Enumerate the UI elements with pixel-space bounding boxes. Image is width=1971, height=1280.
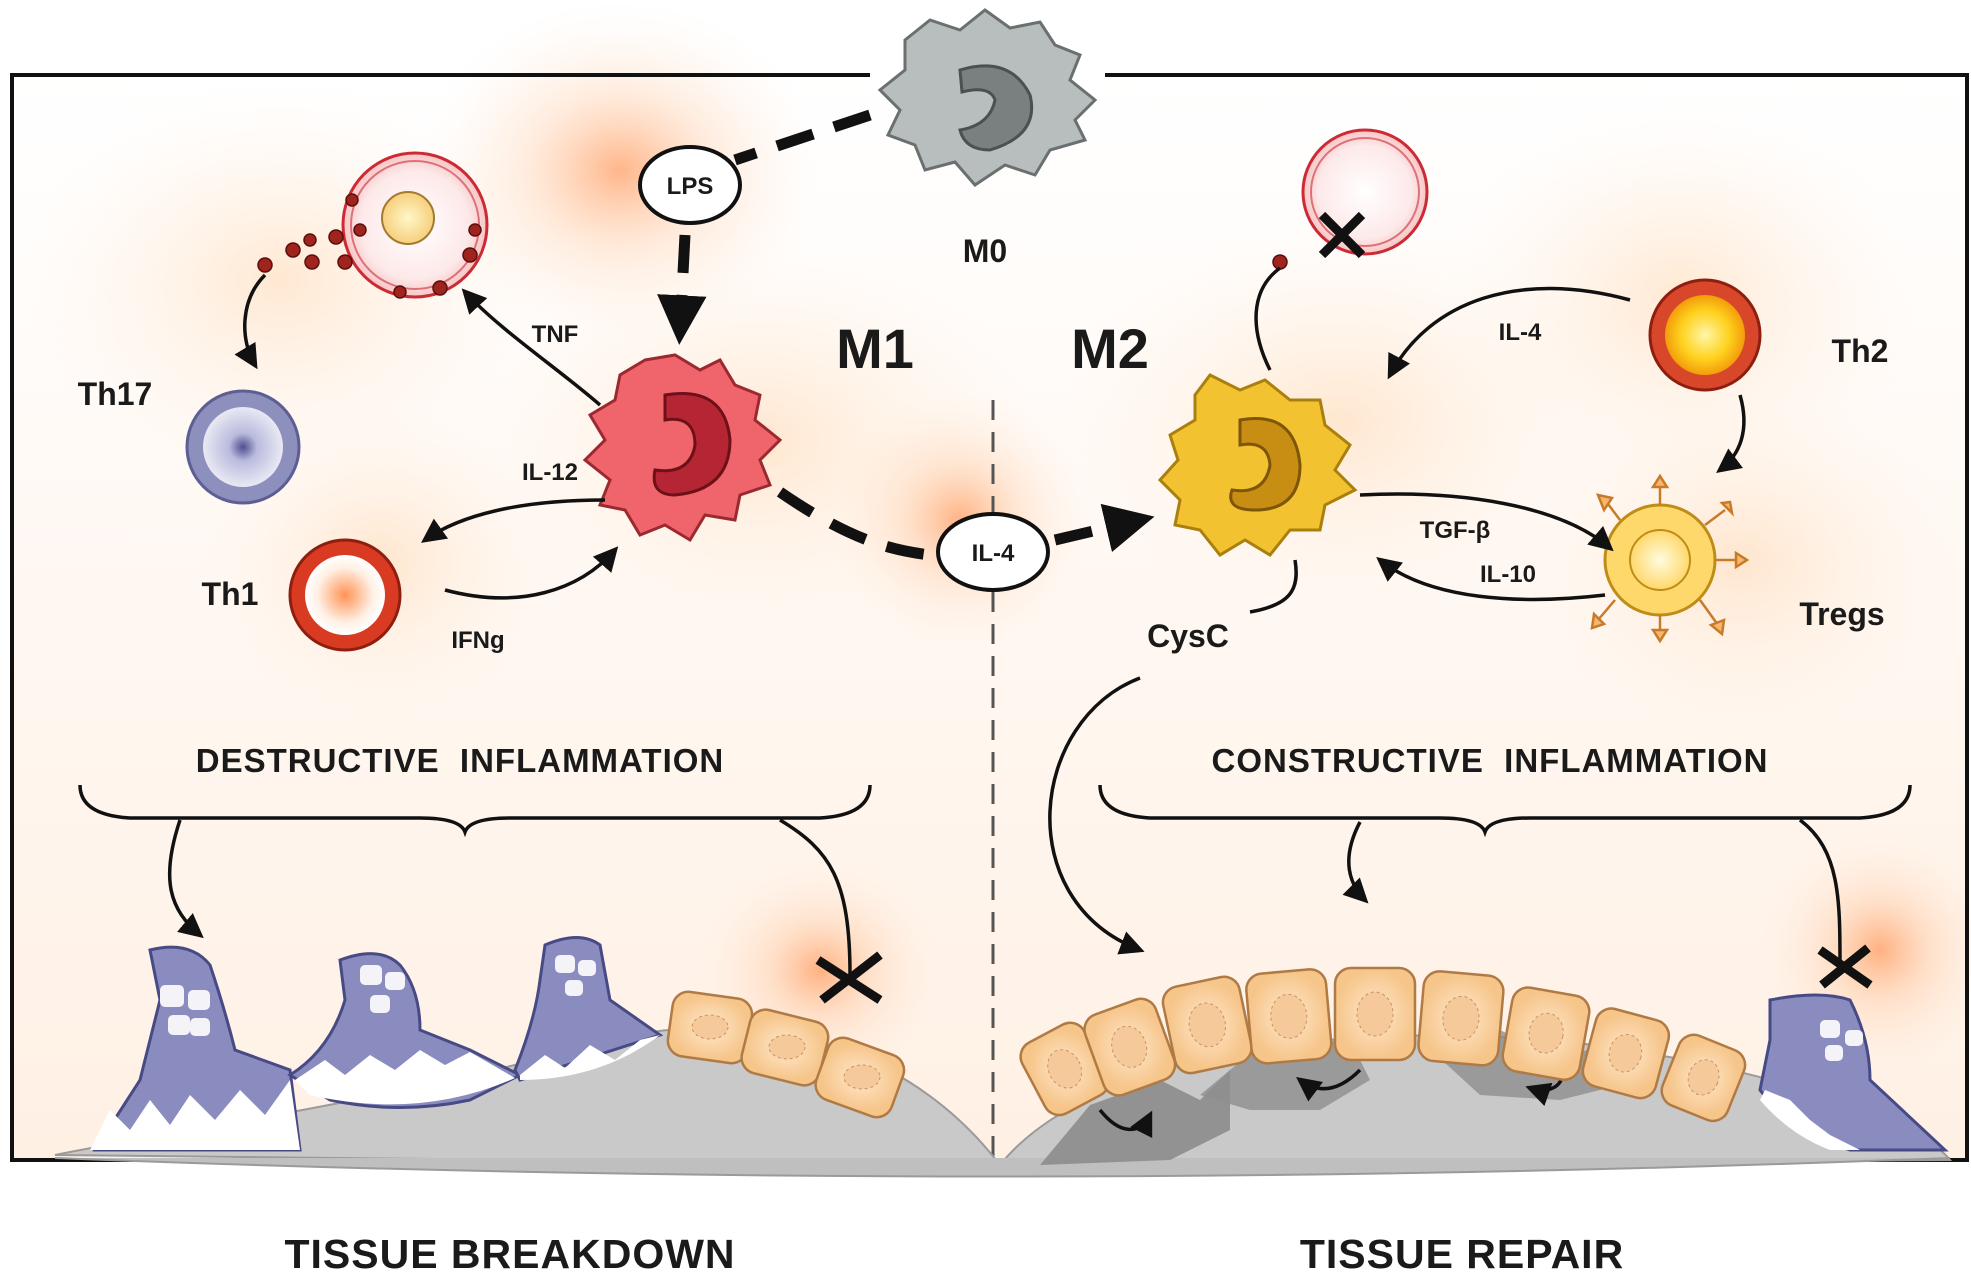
arrow-m1-tnf-to-target — [461, 288, 602, 407]
label-cysc: CysC — [1147, 618, 1229, 654]
arrow-destructive-to-epithelium-blocked — [779, 818, 852, 976]
treg-cell — [1590, 473, 1750, 644]
label-il4-th2: IL-4 — [1499, 319, 1542, 346]
apoptotic-bodies — [257, 193, 482, 299]
il4-center-signal — [936, 512, 1050, 592]
arrow-m2-tgfb-to-tregs — [1359, 492, 1614, 552]
label-ifng: IFNg — [451, 627, 504, 654]
osteoclast — [513, 936, 664, 1082]
epithelium-left — [666, 990, 906, 1119]
epithelial-cell — [666, 990, 754, 1065]
arrow-cysc-to-repair — [1048, 676, 1145, 955]
block-x-target — [1318, 211, 1366, 259]
arrow-constructive-to-repair — [1342, 821, 1369, 904]
block-x-left — [815, 951, 883, 1004]
target-cell-left — [257, 151, 489, 299]
arrow-th2-to-tregs — [1716, 394, 1746, 473]
cysc-connector — [1249, 559, 1298, 614]
arrow-target-to-th17 — [234, 273, 267, 370]
label-th2: Th2 — [1832, 333, 1889, 369]
label-m0: M0 — [963, 233, 1007, 269]
label-tregs: Tregs — [1799, 596, 1884, 632]
m0-macrophage — [877, 8, 1098, 187]
heading-destructive: DESTRUCTIVE INFLAMMATION — [196, 742, 725, 779]
m1-macrophage — [582, 353, 783, 543]
block-x-right — [1817, 944, 1873, 989]
footer-tissue-repair: TISSUE REPAIR — [1300, 1231, 1624, 1277]
arrow-tregs-il10-to-m2 — [1376, 556, 1606, 602]
m2-macrophage — [1157, 373, 1358, 557]
arrow-th1-ifng-to-m1 — [444, 546, 619, 600]
label-m1: M1 — [836, 317, 914, 380]
epithelial-cell — [814, 1036, 906, 1119]
arrow-lps-to-m1 — [657, 234, 707, 345]
label-il12: IL-12 — [522, 459, 578, 486]
label-il10: IL-10 — [1480, 561, 1536, 588]
osteoclast — [287, 952, 524, 1109]
arrow-th2-il4-to-m2 — [1387, 286, 1631, 380]
label-lps: LPS — [667, 173, 714, 200]
background-glows — [12, 0, 1971, 1162]
label-th1: Th1 — [202, 576, 259, 612]
label-th17: Th17 — [78, 376, 153, 412]
label-tgfb: TGF-β — [1420, 517, 1491, 544]
epithelium-right — [1019, 966, 1747, 1123]
brace-constructive — [1098, 784, 1912, 838]
label-m2: M2 — [1071, 317, 1149, 380]
label-il4-center: IL-4 — [972, 540, 1015, 567]
arrow-m1-to-il4 — [776, 487, 931, 561]
arrow-destructive-to-breakdown — [167, 819, 204, 939]
osteoclast-group-left — [90, 936, 664, 1152]
th17-cell — [185, 389, 301, 505]
arrow-constructive-to-osteoclast-blocked — [1798, 818, 1842, 966]
brace-destructive — [78, 784, 872, 838]
osteoclast-right — [1758, 993, 1949, 1152]
lps-signal — [638, 145, 742, 225]
th1-cell — [288, 538, 402, 652]
arrow-m0-to-lps — [733, 109, 872, 166]
osteoclast — [90, 945, 302, 1152]
arrow-il4-to-m2 — [1053, 503, 1155, 553]
arrow-m1-il12-to-th1 — [421, 498, 606, 543]
footer-tissue-breakdown: TISSUE BREAKDOWN — [284, 1231, 735, 1277]
heading-constructive: CONSTRUCTIVE INFLAMMATION — [1211, 742, 1768, 779]
label-tnf: TNF — [532, 321, 579, 348]
th2-cell — [1648, 278, 1762, 392]
arrow-m2-to-target-blocked — [1254, 266, 1282, 371]
